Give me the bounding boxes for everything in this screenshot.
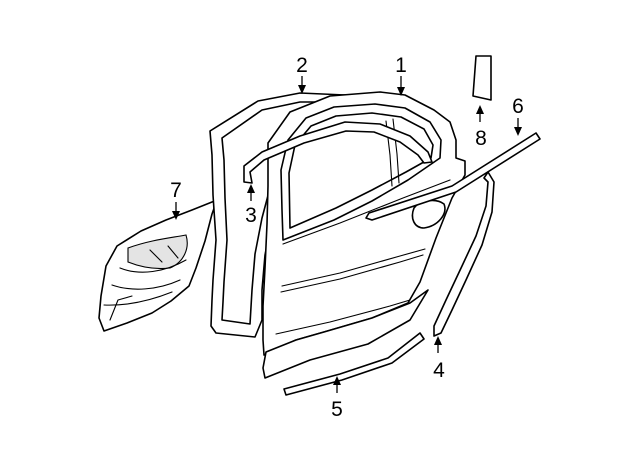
callout-2: 2 (296, 54, 308, 77)
leader-lines (172, 76, 522, 393)
callout-8: 8 (475, 127, 487, 150)
callout-1: 1 (395, 54, 407, 77)
callout-7: 7 (170, 179, 182, 202)
part-7-inner-panel (98, 199, 218, 332)
callout-5: 5 (331, 398, 343, 421)
part-8-trim-piece (472, 55, 492, 101)
callout-4: 4 (433, 359, 445, 382)
part-3-window-channel (243, 121, 433, 184)
callout-6: 6 (512, 95, 524, 118)
part-6-belt-molding (365, 132, 541, 221)
part-5-rocker-molding (283, 332, 425, 396)
part-4-weatherstrip (433, 171, 495, 337)
callout-3: 3 (245, 204, 257, 227)
